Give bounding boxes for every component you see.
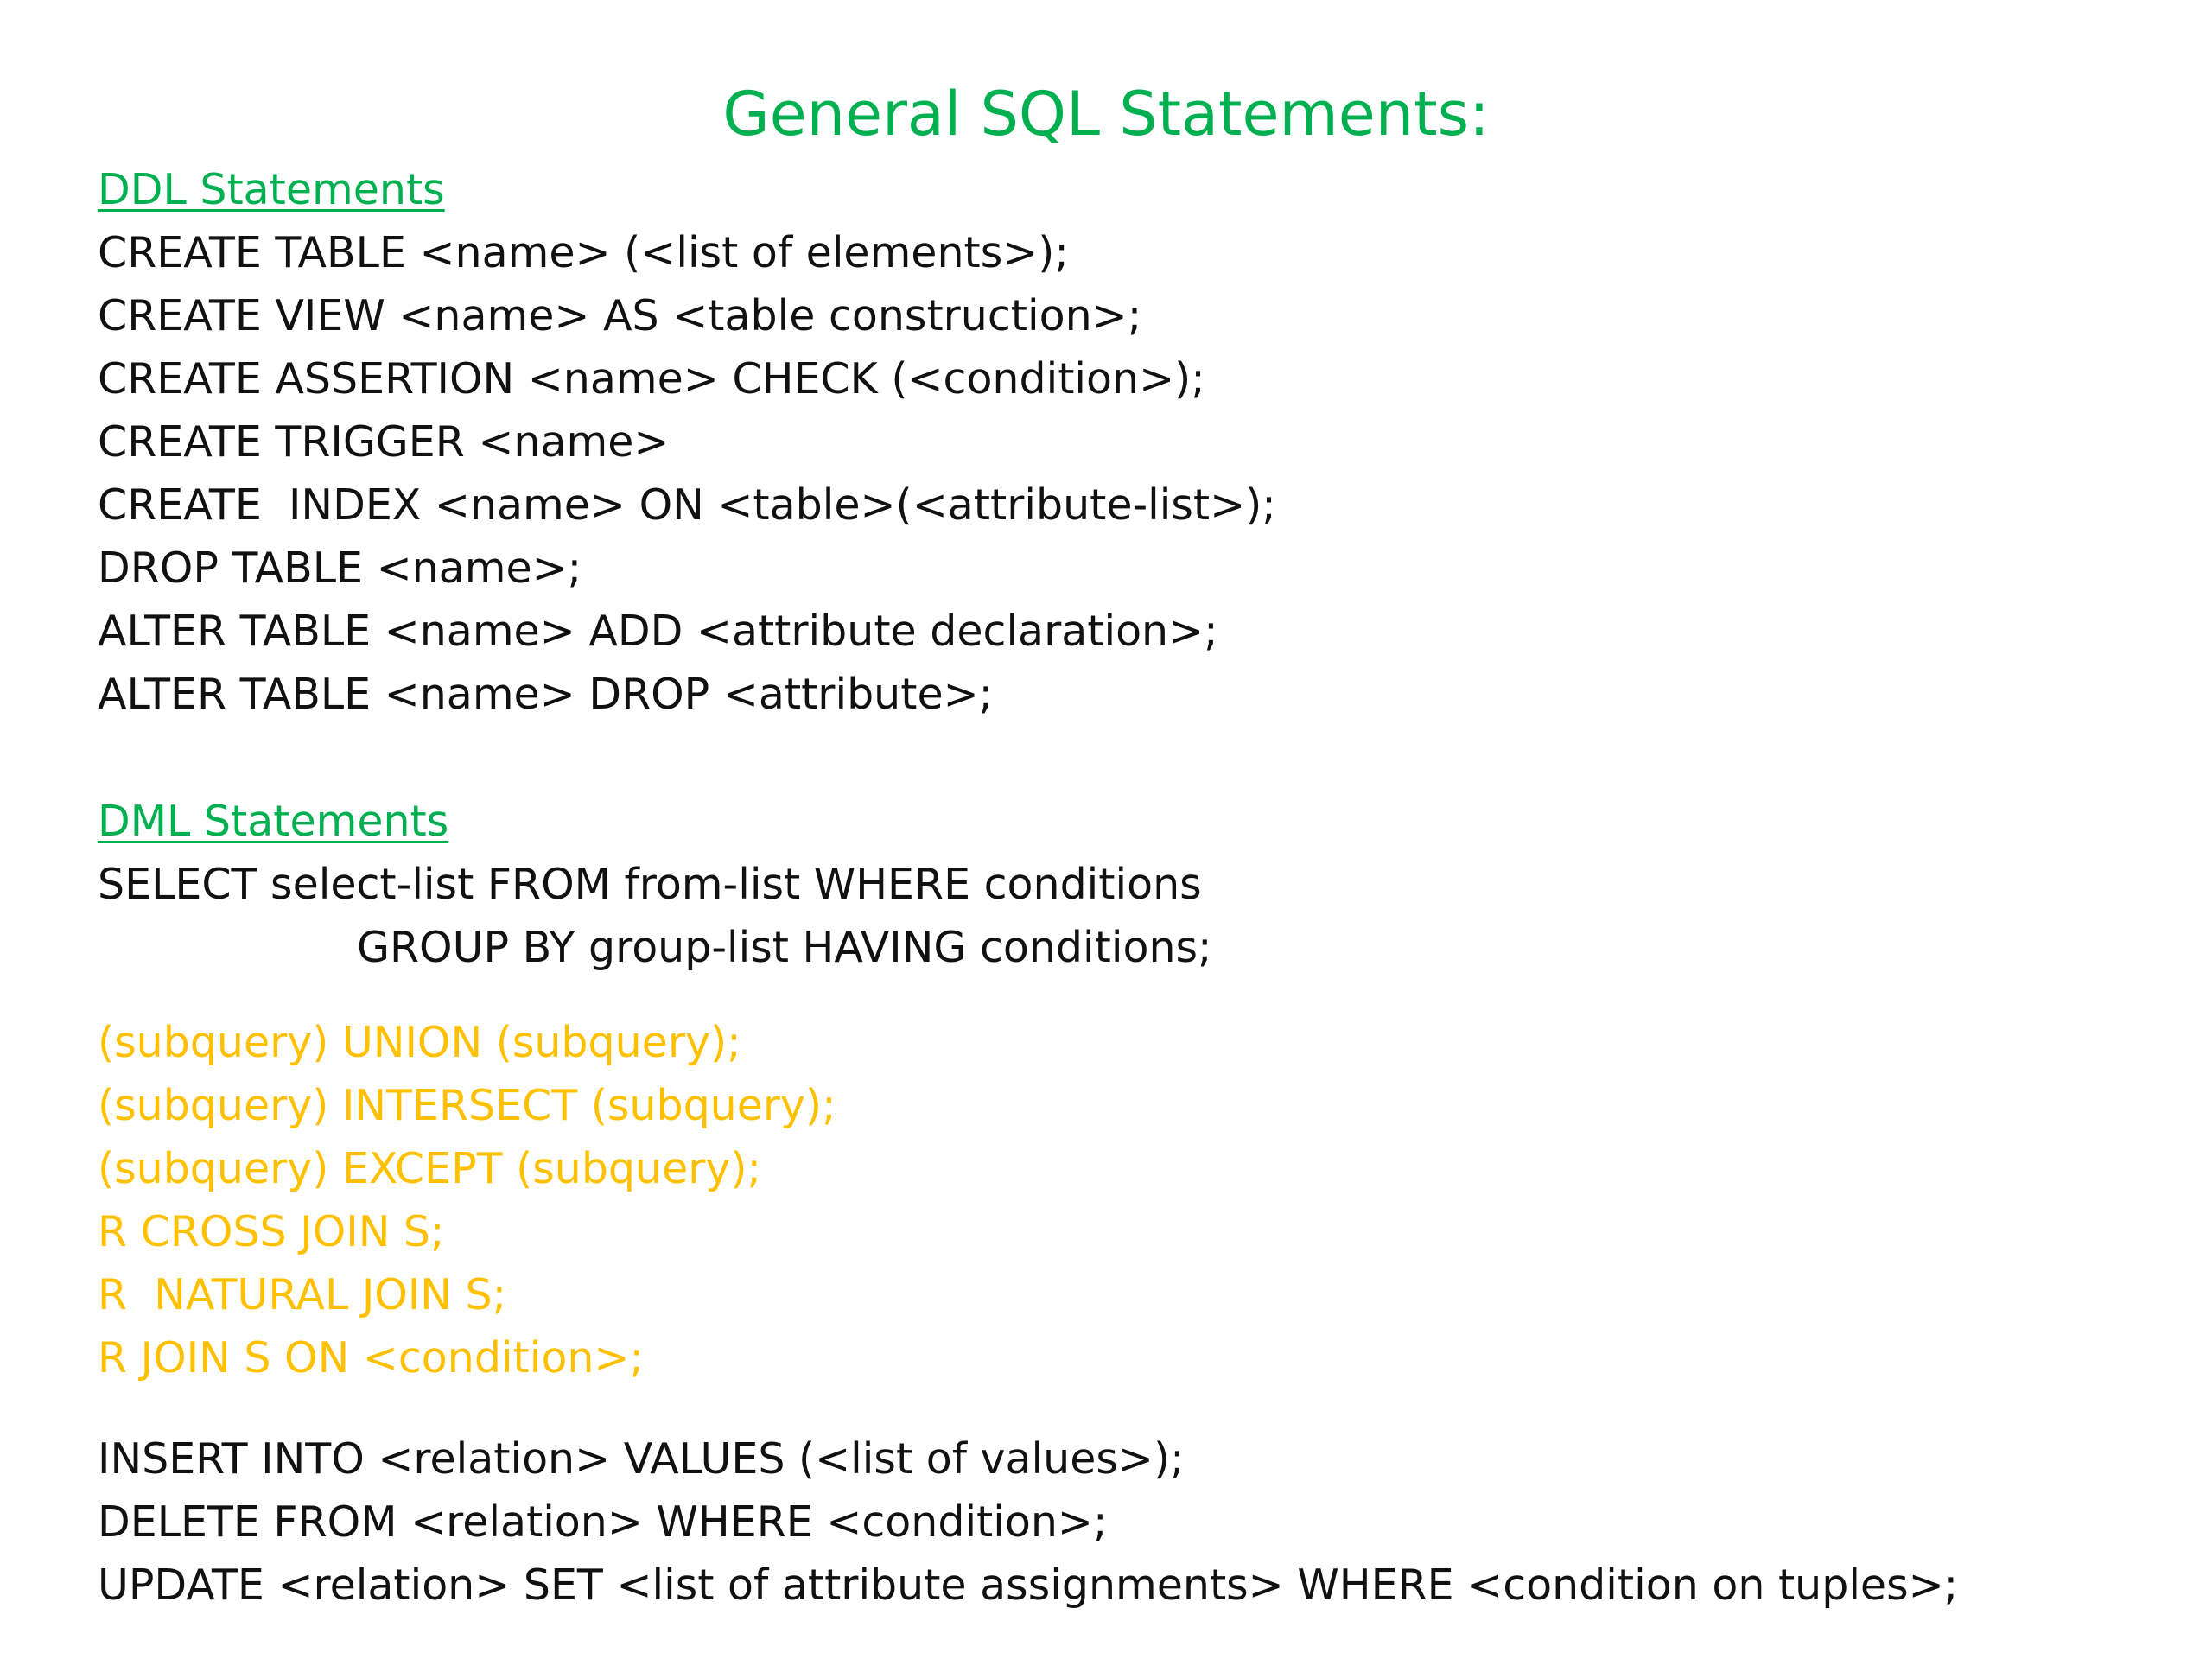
insert-statement: INSERT INTO <relation> VALUES (<list of …	[98, 1434, 1185, 1484]
ddl-statement: CREATE VIEW <name> AS <table constructio…	[98, 291, 1142, 340]
ddl-statement: ALTER TABLE <name> DROP <attribute>;	[98, 670, 994, 719]
ddl-statement: ALTER TABLE <name> ADD <attribute declar…	[98, 607, 1218, 656]
set-operation-statement: (subquery) EXCEPT (subquery);	[98, 1144, 762, 1193]
select-statement-line: SELECT select-list FROM from-list WHERE …	[98, 860, 1202, 909]
delete-statement: DELETE FROM <relation> WHERE <condition>…	[98, 1497, 1108, 1547]
ddl-heading: DDL Statements	[98, 165, 445, 214]
set-operation-statement: (subquery) UNION (subquery);	[98, 1018, 741, 1067]
select-statement-continuation: GROUP BY group-list HAVING conditions;	[357, 923, 1212, 972]
ddl-statement: CREATE INDEX <name> ON <table>(<attribut…	[98, 480, 1276, 530]
update-statement: UPDATE <relation> SET <list of attribute…	[98, 1560, 1959, 1610]
set-operations-section: (subquery) UNION (subquery); (subquery) …	[98, 1011, 2189, 1389]
join-statement: R CROSS JOIN S;	[98, 1207, 445, 1256]
dml-section: DML Statements SELECT select-list FROM f…	[98, 790, 2189, 979]
page-title: General SQL Statements:	[722, 79, 1490, 149]
set-operation-statement: (subquery) INTERSECT (subquery);	[98, 1081, 836, 1130]
join-statement: R NATURAL JOIN S;	[98, 1270, 507, 1319]
ddl-statement: CREATE TRIGGER <name>	[98, 417, 670, 467]
join-statement: R JOIN S ON <condition>;	[98, 1333, 644, 1382]
ddl-statement: CREATE TABLE <name> (<list of elements>)…	[98, 228, 1069, 277]
modification-statements-section: INSERT INTO <relation> VALUES (<list of …	[98, 1427, 2189, 1617]
dml-heading: DML Statements	[98, 797, 449, 846]
ddl-section: DDL Statements CREATE TABLE <name> (<lis…	[98, 158, 2189, 726]
ddl-statement: DROP TABLE <name>;	[98, 543, 582, 593]
ddl-statement: CREATE ASSERTION <name> CHECK (<conditio…	[98, 354, 1205, 404]
